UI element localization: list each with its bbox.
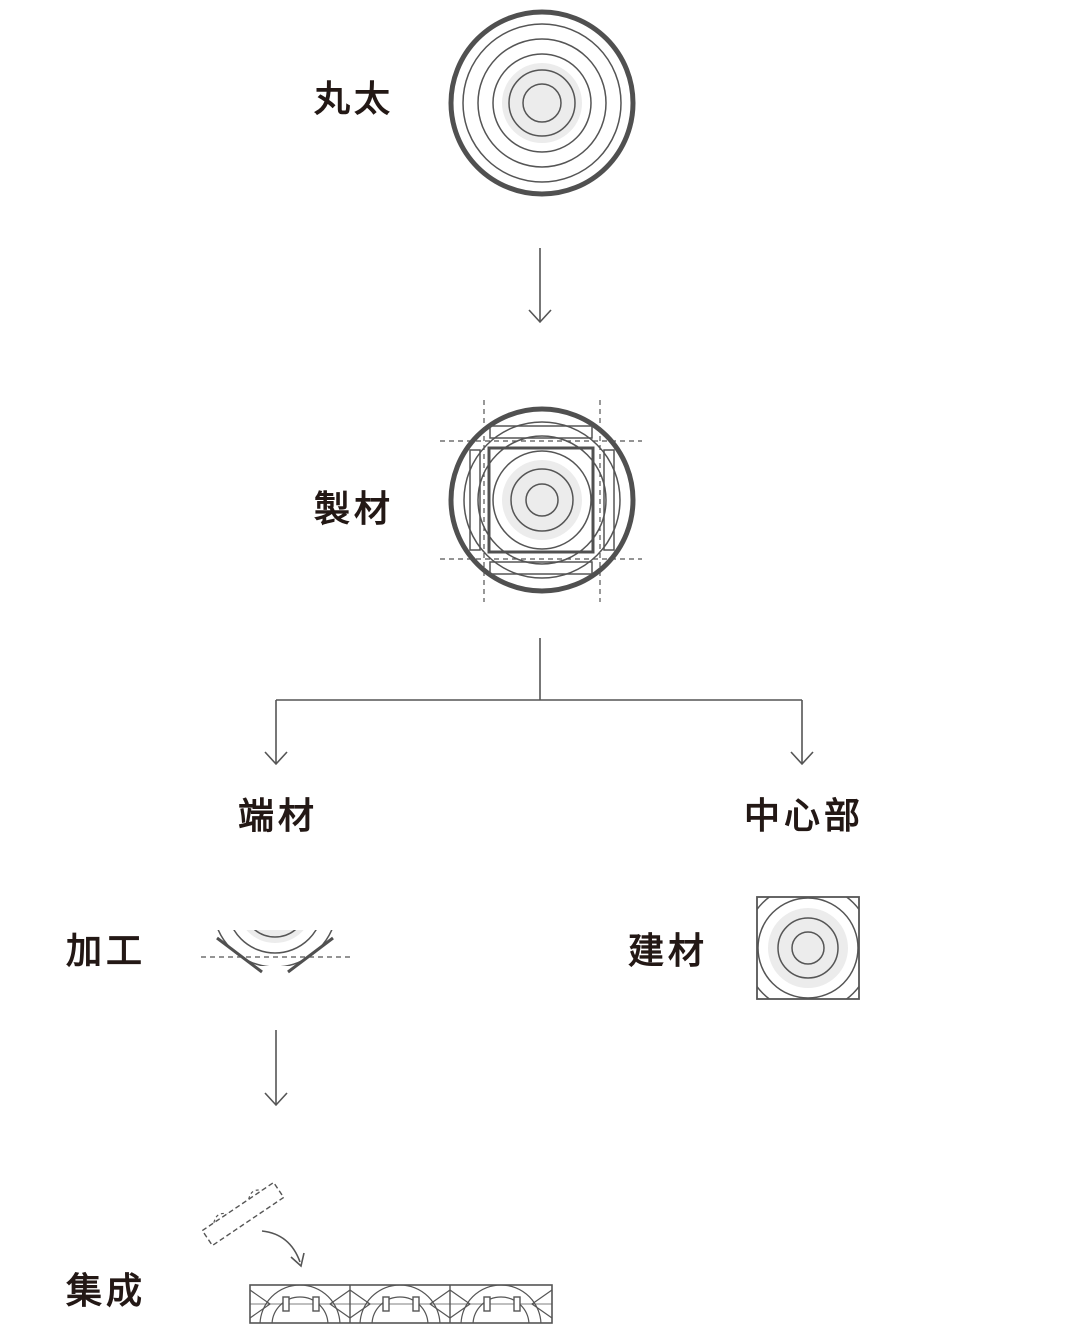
building-material-label: 建材 [628,931,709,972]
down-arrow-icon [264,1030,288,1107]
sawing-label: 製材 [314,489,395,530]
laminating-label: 集成 [66,1271,147,1312]
branch-arrows [264,638,814,766]
down-arrow-icon [528,248,552,324]
square-timber-icon [756,896,860,1000]
log-label: 丸太 [314,79,395,120]
laminating-diagram-icon [201,1181,553,1324]
offcut-label: 端材 [238,796,319,837]
core-label: 中心部 [744,796,865,837]
log-cross-section-icon [448,9,636,197]
offcut-processing-icon [201,930,352,974]
sawing-diagram-icon [440,400,642,602]
processing-label: 加工 [66,931,147,972]
